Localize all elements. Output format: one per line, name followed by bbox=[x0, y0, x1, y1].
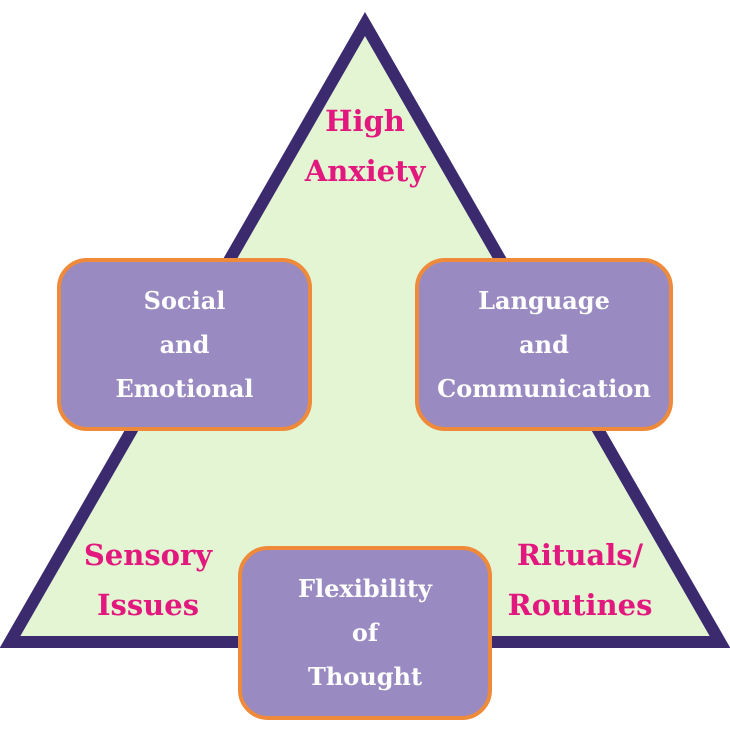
bottom-right-label-line1: Rituals/ bbox=[516, 538, 644, 572]
bottom-left-label-line1: Sensory bbox=[83, 538, 213, 572]
social-emotional-box: Social and Emotional bbox=[57, 258, 312, 431]
flexibility-thought-box: Flexibility of Thought bbox=[238, 546, 492, 720]
bottom-right-label-line2: Routines bbox=[507, 588, 653, 622]
social-box-line3: Emotional bbox=[115, 373, 254, 403]
language-communication-box: Language and Communication bbox=[415, 258, 673, 431]
language-box-line2: and bbox=[519, 329, 569, 359]
language-box-line1: Language bbox=[478, 285, 610, 315]
top-label-line2: Anxiety bbox=[304, 154, 426, 188]
top-label-line1: High bbox=[325, 104, 405, 138]
bottom-left-label-line2: Issues bbox=[96, 588, 200, 622]
social-box-line2: and bbox=[159, 329, 210, 359]
bottom-right-label-rituals: Rituals/ Routines bbox=[490, 530, 670, 630]
flex-box-line3: Thought bbox=[307, 662, 423, 691]
bottom-left-label-sensory: Sensory Issues bbox=[58, 530, 238, 630]
flex-box-line1: Flexibility bbox=[297, 574, 432, 603]
top-label-high-anxiety: High Anxiety bbox=[265, 96, 465, 196]
language-box-line3: Communication bbox=[437, 373, 651, 403]
flex-box-line2: of bbox=[351, 618, 379, 647]
social-box-line1: Social bbox=[143, 285, 226, 315]
